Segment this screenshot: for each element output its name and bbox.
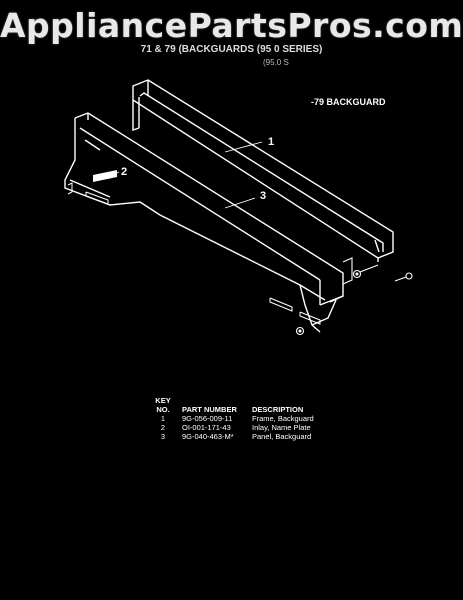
description-header: DESCRIPTION [252,405,304,414]
table-row: 3 9G-040-463-M* Panel, Backguard [152,432,318,441]
callout-2: 2 [121,166,128,178]
callout-1: 1 [268,136,275,148]
table-header-row: NO. PART NUMBER DESCRIPTION [152,405,318,414]
backguard-panel [64,112,344,333]
row-description: Frame, Backguard [252,414,314,423]
parts-table: KEY NO. PART NUMBER DESCRIPTION 1 9G-056… [152,396,318,441]
watermark-logo: AppliancePartsPros.com [0,6,463,45]
row-part-number: 9G-056-009-11 [182,414,233,423]
diagram-subtitle: (95.0 S [263,58,289,67]
row-part-number: OI-001-171-43 [182,423,231,432]
name-plate-inlay [93,170,117,182]
key-header-top: KEY [155,396,171,405]
callout-leaders [112,141,263,209]
row-key: 3 [160,432,166,441]
row-key: 2 [160,423,166,432]
row-description: Panel, Backguard [252,432,312,441]
key-header-bottom: NO. [156,405,170,414]
backguard-label: -79 BACKGUARD [311,97,386,107]
backguard-frame [132,79,394,262]
callout-3: 3 [260,190,267,202]
panel-mount-slots [67,182,321,325]
table-row: 1 9G-056-009-11 Frame, Backguard [152,414,318,423]
table-row: 2 OI-001-171-43 Inlay, Name Plate [152,423,318,432]
bracket-screw-hardware [295,257,413,336]
row-description: Inlay, Name Plate [252,423,311,432]
row-part-number: 9G-040-463-M* [182,432,234,441]
row-key: 1 [160,414,166,423]
table-header-row: KEY [152,396,318,405]
part-number-header: PART NUMBER [182,405,237,414]
diagram-title: 71 & 79 (BACKGUARDS (95 0 SERIES) [140,44,323,55]
